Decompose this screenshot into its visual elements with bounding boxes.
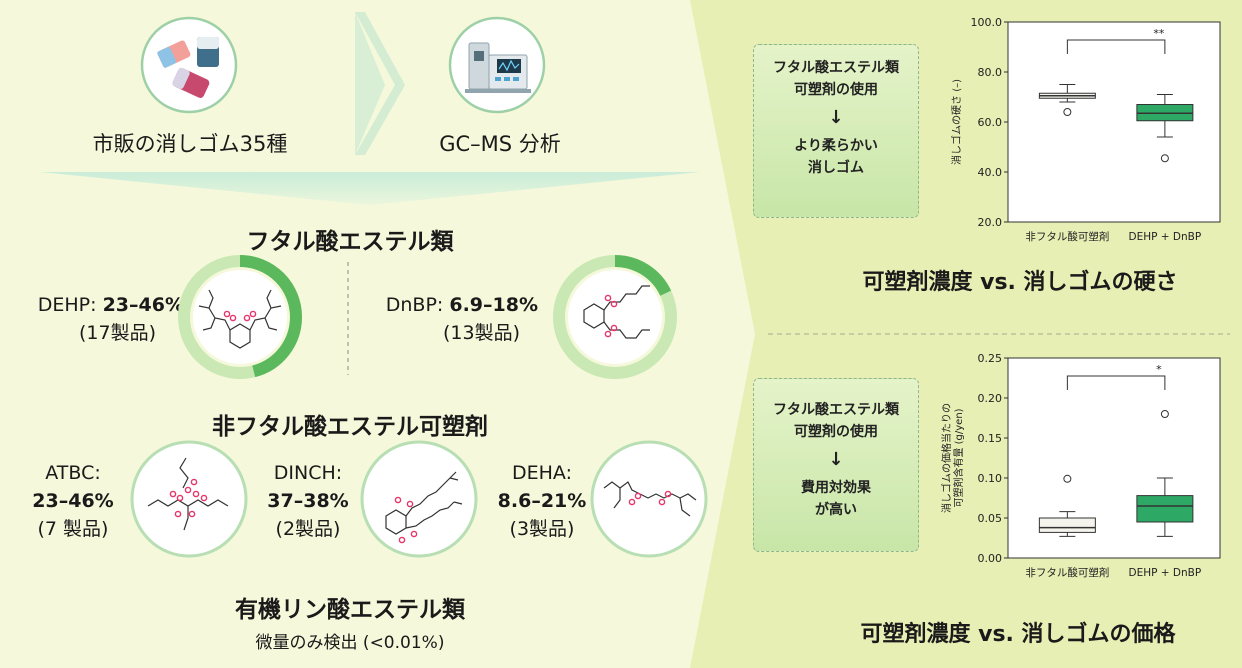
- box: [1038, 517, 1096, 533]
- atbc-name: ATBC:: [45, 462, 101, 484]
- y-tick-label: 0.15: [978, 432, 1003, 445]
- phthalates-title: フタル酸エステル類: [246, 229, 454, 255]
- outlier-point: [1160, 410, 1169, 418]
- price-boxplot: 0.00 0.05 0.10 0.15 0.20 0.25 消しゴムの価格当たりの可塑剤含有…: [940, 352, 1221, 579]
- y-axis-label-line: 可塑剤含有量 (g/yen): [952, 408, 965, 507]
- organophosphates-note: 微量のみ検出 (<0.01%): [255, 633, 445, 653]
- dnbp-range: 6.9–18%: [449, 294, 538, 316]
- hardness-box-line1: フタル酸エステル類: [773, 60, 899, 76]
- dehp-label: DEHP: 23–46%: [14, 292, 184, 318]
- dnbp-ring: [553, 255, 677, 379]
- dinch-molecule-circle: [360, 440, 478, 558]
- x-tick-label: DEHP + DnBP: [1129, 567, 1202, 579]
- dnbp-molecule: [583, 285, 650, 339]
- y-tick-label: 0.25: [978, 352, 1003, 365]
- funnel-shape: [40, 172, 700, 205]
- y-tick-label: 60.0: [978, 116, 1003, 129]
- deha-range: 8.6–21%: [497, 490, 587, 512]
- price-reason-box: フタル酸エステル類 可塑剤の使用 ↓ 費用対効果 が高い: [753, 378, 919, 552]
- outlier-point: [1063, 108, 1072, 116]
- dnbp-molecule-bg: [568, 270, 662, 364]
- y-tick-label: 80.0: [978, 66, 1003, 79]
- organophosphates-title: 有機リン酸エステル類: [235, 597, 465, 623]
- dnbp-label: DnBP: 6.9–18%: [378, 292, 538, 318]
- price-box-line3: 費用対効果: [801, 480, 871, 496]
- eraser-caption: 市販の消しゴム35種: [92, 132, 288, 156]
- down-arrow-icon: ↓: [828, 107, 844, 128]
- y-axis-label-line: 消しゴムの価格当たりの: [940, 403, 953, 513]
- outlier-point: [1063, 474, 1072, 483]
- y-axis-label: 消しゴムの硬さ (–): [950, 79, 963, 165]
- dehp-range: 23–46%: [102, 294, 184, 316]
- deha-name: DEHA:: [512, 462, 572, 484]
- non-phthalates-title: 非フタル酸エステル可塑剤: [212, 414, 488, 440]
- significance-bracket: [1066, 39, 1166, 54]
- hardness-box-line2: 可塑剤の使用: [794, 82, 878, 98]
- deha-molecule-circle: [590, 440, 708, 558]
- hardness-box-line3: より柔らかい: [794, 138, 878, 154]
- dehp-molecule-bg: [193, 270, 287, 364]
- chevron-arrow: [355, 12, 405, 155]
- y-tick-label: 0.20: [978, 392, 1003, 405]
- dnbp-name: DnBP:: [385, 294, 444, 316]
- atbc-count: (7 製品): [37, 518, 109, 540]
- dehp-name: DEHP:: [37, 294, 97, 316]
- y-tick-label: 20.0: [978, 216, 1003, 229]
- x-tick-label: 非フタル酸可塑剤: [1025, 230, 1109, 243]
- down-arrow-icon: ↓: [828, 449, 844, 470]
- hardness-box-line4: 消しゴム: [808, 160, 864, 176]
- eraser-icon: [140, 16, 238, 114]
- dehp-molecule: [198, 289, 282, 349]
- gcms-instrument-icon: [448, 16, 546, 114]
- gcms-caption: GC–MS 分析: [439, 132, 561, 156]
- dnbp-count: (13製品): [442, 322, 520, 344]
- y-axis-label: 消しゴムの価格当たりの可塑剤含有量 (g/yen): [940, 403, 965, 513]
- price-box-line1: フタル酸エステル類: [773, 402, 899, 418]
- deha-count: (3製品): [509, 518, 575, 540]
- atbc-range: 23–46%: [32, 490, 114, 512]
- dehp-ring: [178, 255, 302, 379]
- significance-bracket: [1066, 375, 1166, 390]
- y-tick-label: 0.00: [978, 552, 1003, 565]
- plot-area: [1007, 21, 1221, 223]
- box: [1136, 495, 1194, 523]
- y-tick-label: 100.0: [971, 16, 1003, 29]
- x-tick-label: DEHP + DnBP: [1129, 231, 1202, 243]
- significance-marker: *: [1156, 363, 1162, 376]
- hardness-boxplot: 20.0 40.0 60.0 80.0 100.0 消しゴムの硬さ (–) 非フタル酸可塑剤…: [950, 16, 1221, 243]
- dnbp-ring-fill: [553, 255, 677, 379]
- atbc-molecule-circle: [130, 440, 248, 558]
- dinch-range: 37–38%: [267, 490, 349, 512]
- y-tick-label: 0.05: [978, 512, 1003, 525]
- y-tick-label: 0.10: [978, 472, 1003, 485]
- x-tick-label: 非フタル酸可塑剤: [1025, 566, 1109, 579]
- outlier-point: [1160, 154, 1169, 163]
- dehp-ring-fill: [178, 255, 302, 379]
- significance-marker: **: [1153, 27, 1165, 40]
- price-panel-title: 可塑剤濃度 vs. 消しゴムの価格: [860, 622, 1176, 647]
- price-box-line2: 可塑剤の使用: [794, 424, 878, 440]
- hardness-panel-title: 可塑剤濃度 vs. 消しゴムの硬さ: [862, 270, 1178, 295]
- dinch-name: DINCH:: [273, 462, 343, 484]
- hardness-reason-box: フタル酸エステル類 可塑剤の使用 ↓ より柔らかい 消しゴム: [753, 44, 919, 218]
- dinch-count: (2製品): [275, 518, 341, 540]
- y-tick-label: 40.0: [978, 166, 1003, 179]
- price-box-line4: が高い: [815, 502, 857, 518]
- flow-arrow-shape: [355, 12, 385, 155]
- dehp-count: (17製品): [78, 322, 156, 344]
